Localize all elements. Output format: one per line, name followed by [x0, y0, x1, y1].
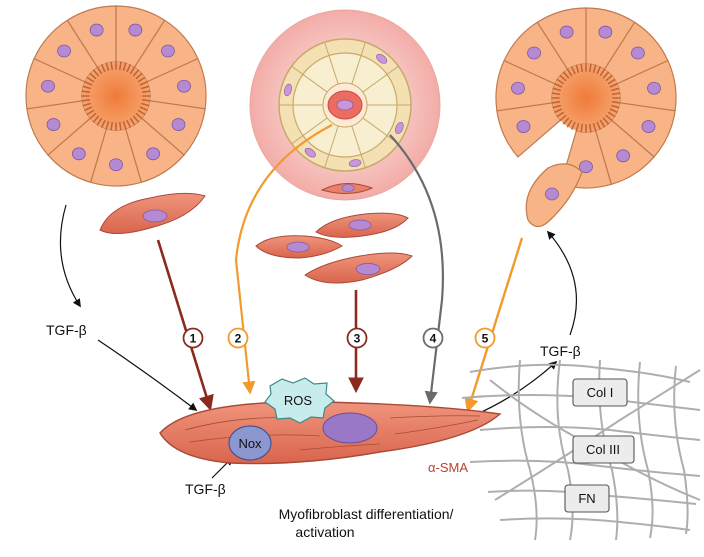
pathway-number-3: 3: [354, 332, 361, 346]
pathway-number-1: 1: [190, 332, 197, 346]
matrix-col3-label: Col III: [586, 442, 620, 457]
matrix-col1-box: Col I: [572, 378, 628, 407]
matrix-col3-box: Col III: [572, 435, 635, 464]
alpha-sma-label: α-SMA: [428, 460, 468, 475]
caption-line-1: Myofibroblast differentiation/: [279, 506, 454, 522]
myofibroblast-nucleus: [322, 412, 378, 444]
tgf-beta-label-right: TGF-β: [540, 343, 581, 359]
tgf-beta-label-bottom: TGF-β: [185, 481, 226, 497]
epithelial-acinus-right: [495, 7, 677, 228]
signaling-arrows: [59, 204, 577, 479]
fibroblast-cluster: [255, 212, 413, 284]
ros-label: ROS: [284, 393, 313, 408]
matrix-col1-label: Col I: [587, 385, 614, 400]
matrix-fn-label: FN: [578, 491, 595, 506]
pathway-badge-2: 2: [227, 327, 249, 349]
pathway-badge-3: 3: [346, 327, 368, 349]
pathway-number-5: 5: [482, 332, 489, 346]
pathway-number-2: 2: [235, 332, 242, 346]
fibroblast-1: [99, 192, 206, 234]
nox-label: Nox: [238, 436, 262, 451]
pathway-badges: 1 2 3 4 5: [182, 327, 496, 349]
tgf-beta-label-left: TGF-β: [46, 322, 87, 338]
ros-marker: ROS: [264, 377, 335, 424]
pericyte-cell: [320, 183, 374, 194]
pathway-badge-4: 4: [422, 327, 444, 349]
pathway-arrows: [156, 124, 524, 413]
myofibroblast: [159, 401, 502, 465]
nox-marker: Nox: [228, 425, 272, 461]
epithelial-acinus-left: [25, 5, 207, 187]
pathway-badge-5: 5: [474, 327, 496, 349]
matrix-fn-box: FN: [564, 484, 610, 513]
caption-line-2: activation: [295, 524, 354, 540]
blood-vessel: [249, 9, 441, 201]
pathway-number-4: 4: [430, 332, 437, 346]
pathway-badge-1: 1: [182, 327, 204, 349]
